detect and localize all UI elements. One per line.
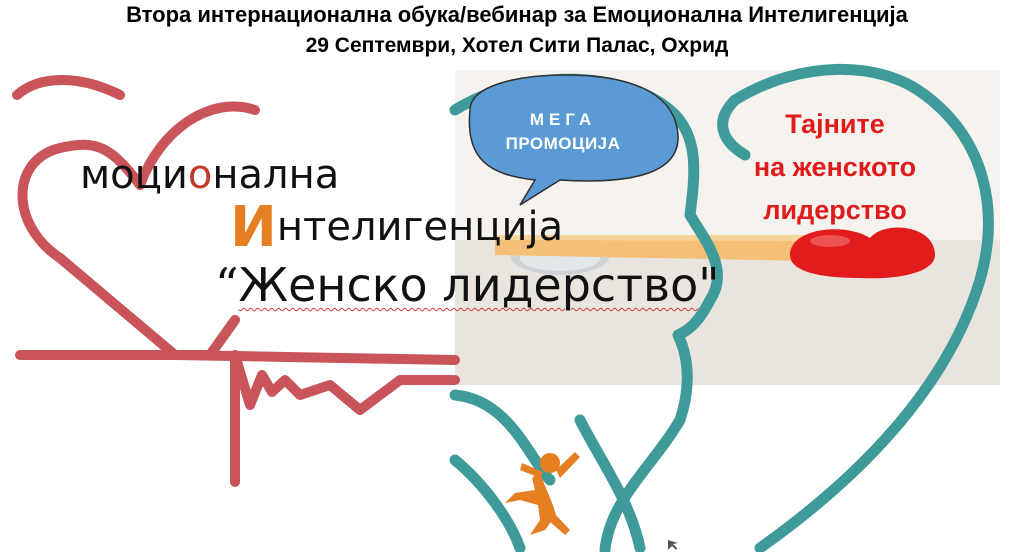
secret-line-3: лидерство <box>763 195 907 225</box>
jumping-person-icon <box>505 452 580 535</box>
promo-bubble-text: МЕГА ПРОМОЦИЈА <box>468 108 658 156</box>
title-word-intelligence: Интелигенција <box>230 200 563 256</box>
cursor-icon <box>668 540 678 550</box>
title-women-leadership: “Женско лидерство" <box>215 262 719 308</box>
title-word2-rest: нтелигенција <box>276 204 564 250</box>
matchstick-icon <box>495 235 860 262</box>
header-title: Втора интернационална обука/вебинар за Е… <box>126 2 908 27</box>
title-word1-prefix: моци <box>80 152 188 198</box>
promo-line-mega: МЕГА <box>529 110 597 129</box>
secrets-of-leadership-text: Тајните на женското лидерство <box>715 103 955 232</box>
title-word1-highlight: о <box>187 152 213 198</box>
title-close-quote: " <box>698 258 720 312</box>
title-word1-suffix: нална <box>212 152 340 198</box>
title-word3-text: Женско лидерство <box>238 258 699 312</box>
title-word-emotional: моционална <box>80 155 339 195</box>
header-date-location: 29 Септември, Хотел Сити Палас, Охрид <box>305 34 729 57</box>
title-open-quote: “ <box>215 258 239 312</box>
heart-pulse-icon <box>12 75 460 487</box>
secret-line-2: на женското <box>753 152 917 182</box>
red-heart-icon <box>790 227 935 279</box>
title-word2-initial: И <box>230 195 277 260</box>
head-profile-icon <box>449 63 994 552</box>
speech-bubble-icon <box>468 74 679 206</box>
secret-line-1: Тајните <box>785 109 885 139</box>
promo-line-promotion: ПРОМОЦИЈА <box>505 134 621 153</box>
